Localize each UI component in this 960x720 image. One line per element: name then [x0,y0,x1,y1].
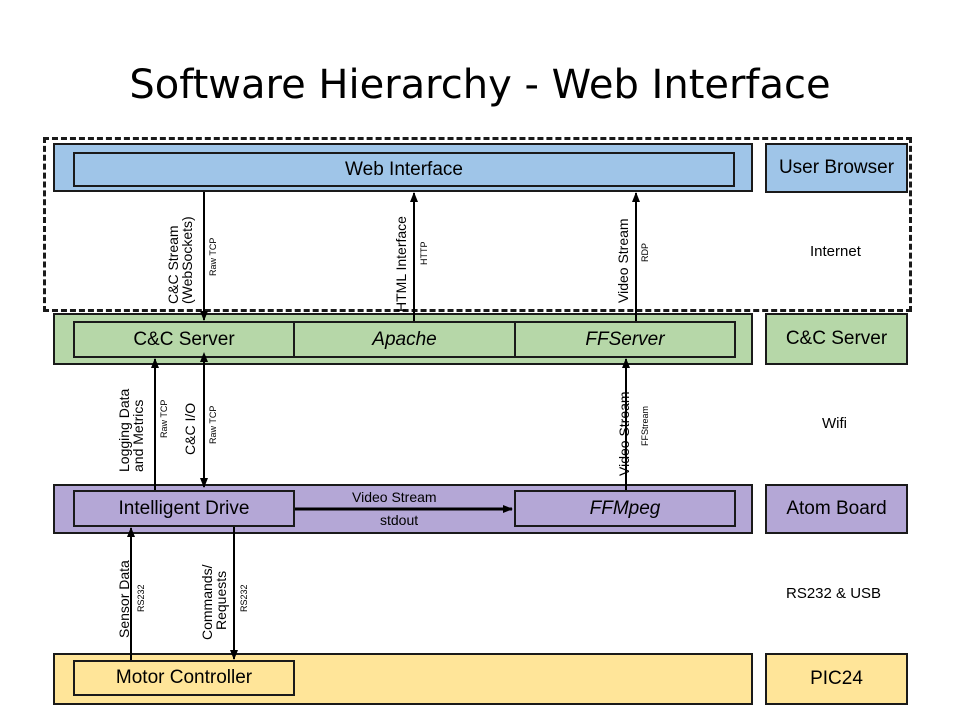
sensor-data-sub-label: RS232 [136,584,146,612]
sensor-data-sub: RS232 [136,584,146,612]
sensor-data-line1: Sensor Data [116,560,132,638]
video-stream-ff-line1: Video Stream [616,391,632,476]
cc-io-sub-label: Raw TCP [208,406,218,444]
cc-stream-label: C&C Stream (WebSockets) [165,216,195,304]
user-browser-side-label: User Browser [765,143,908,193]
rs232-usb-label: RS232 & USB [786,585,882,602]
logging-line2: and Metrics [130,399,146,472]
video-stream-stdout-line1: Video Stream [352,489,437,505]
atom-board-side-label: Atom Board [765,484,908,534]
video-stream-rdp-label: Video Stream [615,218,631,303]
commands-sub: RS232 [239,584,249,612]
commands-line2: Requests [213,570,229,630]
web-interface-box: Web Interface [73,152,735,187]
intelligent-drive-box: Intelligent Drive [73,490,295,527]
logging-line1: Logging Data [116,388,132,472]
logging-label: Logging Data and Metrics [116,388,146,472]
cc-io-sub: Raw TCP [208,405,218,444]
html-interface-label: HTML Interface [393,216,409,312]
page-title: Software Hierarchy - Web Interface [129,62,831,108]
video-stream-rdp-line1: Video Stream [615,218,631,303]
video-stream-ff-sub-label: FFStream [640,406,650,446]
ffserver-box: FFServer [514,321,736,358]
commands-line1: Commands/ [199,564,215,640]
cc-stream-line1: C&C Stream [165,225,181,304]
cc-server-box: C&C Server [73,321,295,358]
html-interface-sub-label: HTTP [419,242,429,266]
internet-label: Internet [810,243,861,260]
html-interface-sub: HTTP [419,241,429,266]
cc-stream-sub-label: Raw TCP [208,238,218,276]
cc-io-line1: C&C I/O [182,402,198,455]
apache-box: Apache [293,321,516,358]
video-stream-rdp-sub: RDP [640,242,650,262]
commands-label: Commands/ Requests [199,564,229,640]
cc-stream-line2: (WebSockets) [179,216,195,304]
html-interface-line1: HTML Interface [393,216,409,312]
wifi-label: Wifi [822,415,847,432]
motor-controller-box: Motor Controller [73,660,295,696]
cc-stream-sub: Raw TCP [208,237,218,276]
pic24-side-label: PIC24 [765,653,908,705]
commands-sub-label: RS232 [239,584,249,612]
cc-server-side-label: C&C Server [765,313,908,365]
video-stream-rdp-sub-label: RDP [640,243,650,262]
ffmpeg-box: FFMpeg [514,490,736,527]
logging-sub: Raw TCP [159,399,169,438]
logging-sub-label: Raw TCP [159,400,169,438]
sensor-data-label: Sensor Data [116,560,132,638]
video-stream-stdout-line2: stdout [380,512,419,528]
video-stream-ff-sub: FFStream [640,405,650,446]
video-stream-ff-label: Video Stream [616,391,632,476]
cc-io-label: C&C I/O [182,402,198,455]
internet-boundary [43,137,912,312]
